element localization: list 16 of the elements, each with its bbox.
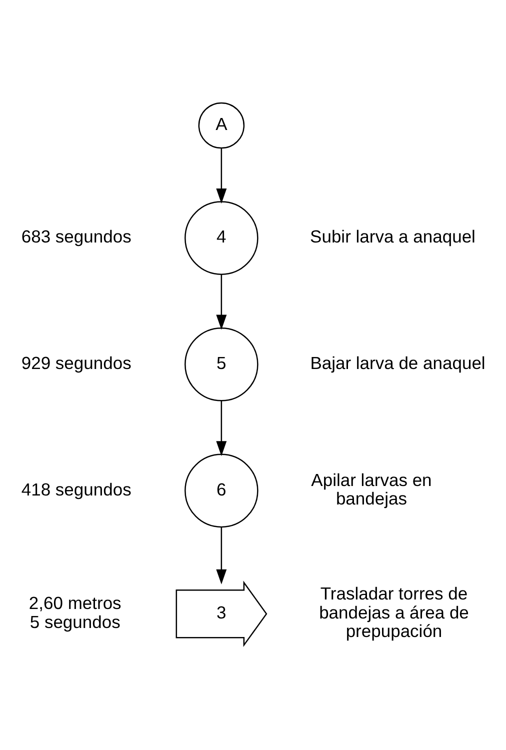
node-label: Trasladar torres de bandejas a área de prepupación xyxy=(319,584,469,642)
node-circle: 4 xyxy=(184,201,258,275)
arrow xyxy=(216,274,227,330)
node-circle: A xyxy=(198,102,245,149)
node-label: 2,60 metros 5 segundos xyxy=(28,593,122,632)
arrow xyxy=(216,148,227,204)
node-label: 683 segundos xyxy=(21,226,132,247)
node-label: 418 segundos xyxy=(21,479,132,500)
node-label: 929 segundos xyxy=(21,352,132,373)
node-circle: 5 xyxy=(184,327,258,402)
arrow xyxy=(216,527,227,584)
node-label: Bajar larva de anaquel xyxy=(310,352,486,373)
node-circle: 6 xyxy=(184,454,258,528)
node-label: Apilar larvas en bandejas xyxy=(311,470,432,509)
arrow xyxy=(216,400,227,456)
node-label: Subir larva a anaquel xyxy=(310,226,476,247)
